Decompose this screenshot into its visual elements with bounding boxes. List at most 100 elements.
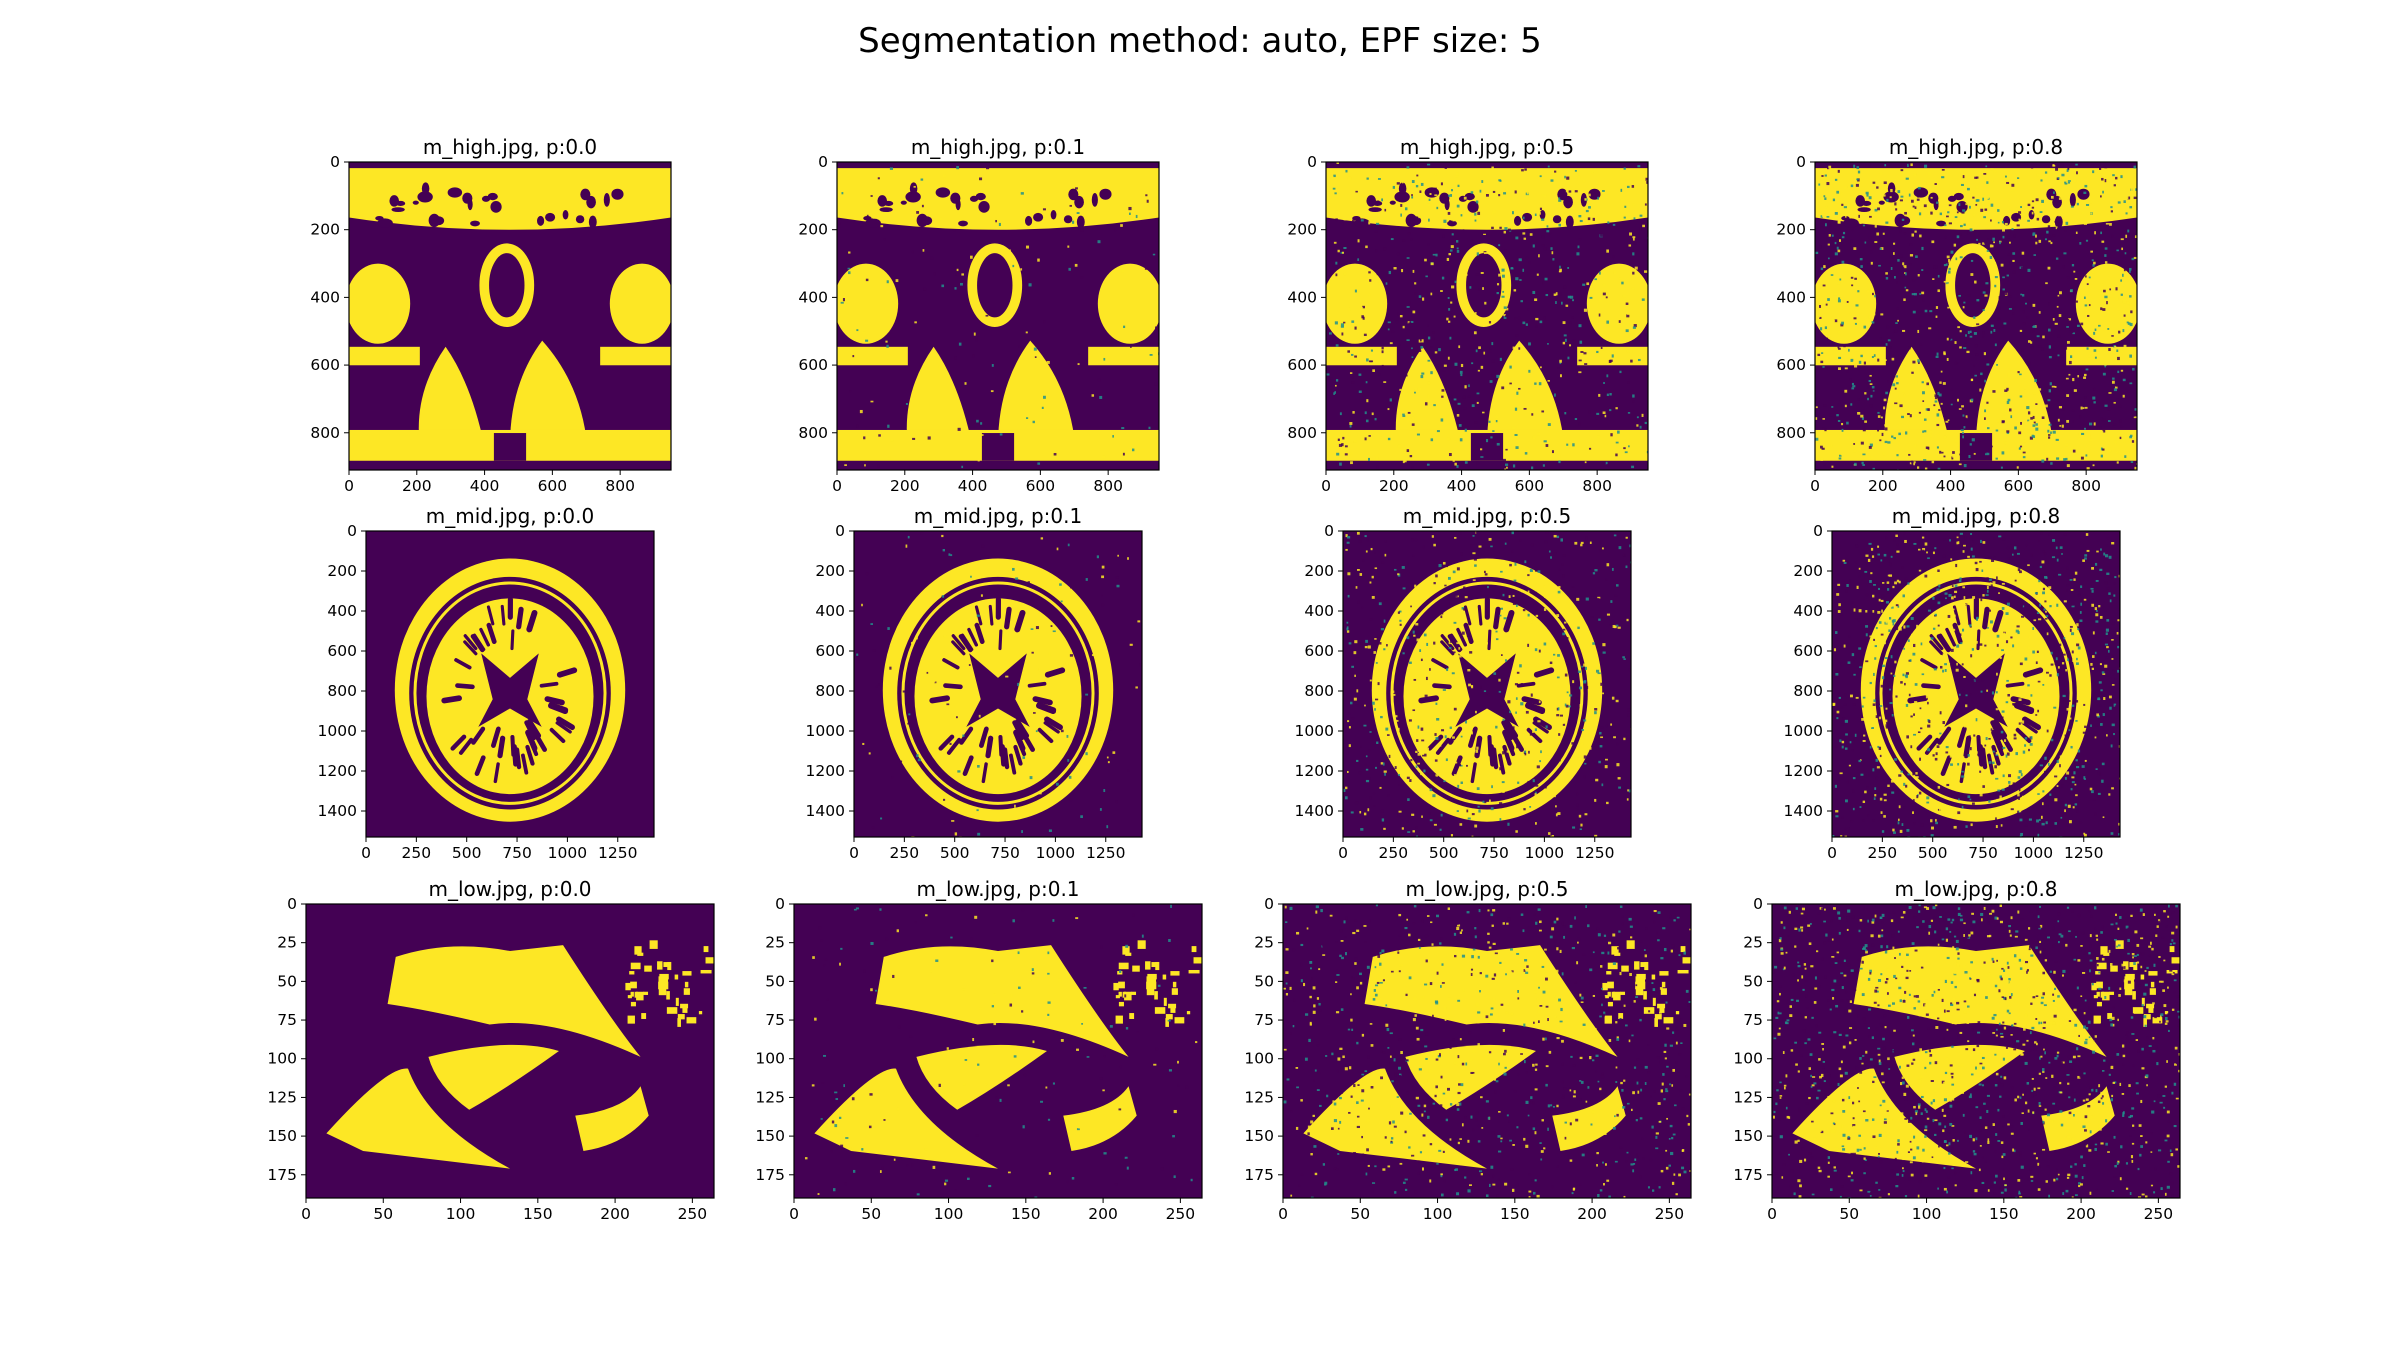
- y-tick-label: 600: [1776, 356, 1806, 374]
- x-tick-label: 50: [1839, 1205, 1859, 1223]
- x-tick-label: 250: [2144, 1205, 2174, 1223]
- axes-frame: [305, 903, 715, 1199]
- subplot-title: m_mid.jpg, p:0.1: [914, 504, 1082, 528]
- x-tick-label: 0: [301, 1205, 311, 1223]
- x-tick-label: 200: [890, 477, 920, 495]
- x-tick-label: 0: [361, 844, 371, 862]
- x-tick-label: 0: [849, 844, 859, 862]
- y-tick-label: 1400: [806, 802, 845, 820]
- y-tick-label: 600: [1287, 356, 1317, 374]
- x-tick-label: 0: [1767, 1205, 1777, 1223]
- y-tick-label: 150: [1244, 1127, 1274, 1145]
- x-tick-label: 1250: [1575, 844, 1614, 862]
- x-tick-label: 0: [1827, 844, 1837, 862]
- subplot-title: m_high.jpg, p:0.8: [1889, 135, 2063, 159]
- y-tick-label: 25: [1743, 934, 1763, 952]
- y-tick-label: 800: [1304, 682, 1334, 700]
- y-tick-label: 100: [755, 1050, 785, 1068]
- x-tick-label: 0: [1810, 477, 1820, 495]
- subplot-title: m_mid.jpg, p:0.5: [1403, 504, 1571, 528]
- x-tick-label: 1250: [1086, 844, 1125, 862]
- subplot-title: m_mid.jpg, p:0.0: [426, 504, 594, 528]
- x-tick-label: 150: [523, 1205, 553, 1223]
- y-tick-label: 400: [1776, 288, 1806, 306]
- subplot-title: m_low.jpg, p:0.0: [428, 877, 591, 901]
- y-tick-label: 0: [1324, 522, 1334, 540]
- x-tick-label: 750: [1968, 844, 1998, 862]
- y-tick-label: 600: [1793, 642, 1823, 660]
- y-tick-label: 25: [1254, 934, 1274, 952]
- x-tick-label: 100: [446, 1205, 476, 1223]
- subplot-title: m_high.jpg, p:0.1: [911, 135, 1085, 159]
- y-tick-label: 0: [1813, 522, 1823, 540]
- x-tick-label: 400: [958, 477, 988, 495]
- y-tick-label: 0: [775, 895, 785, 913]
- y-tick-label: 175: [1244, 1166, 1274, 1184]
- y-tick-label: 125: [267, 1088, 297, 1106]
- y-tick-label: 200: [327, 562, 357, 580]
- y-tick-label: 175: [1733, 1166, 1763, 1184]
- x-tick-label: 800: [605, 477, 635, 495]
- y-tick-label: 0: [287, 895, 297, 913]
- y-tick-label: 75: [765, 1011, 785, 1029]
- y-tick-label: 0: [835, 522, 845, 540]
- x-tick-label: 750: [502, 844, 532, 862]
- y-tick-label: 25: [277, 934, 297, 952]
- y-tick-label: 75: [1254, 1011, 1274, 1029]
- y-tick-label: 400: [310, 288, 340, 306]
- x-tick-label: 500: [1429, 844, 1459, 862]
- y-tick-label: 0: [1307, 153, 1317, 171]
- y-tick-label: 600: [798, 356, 828, 374]
- x-tick-label: 250: [1655, 1205, 1685, 1223]
- subplot-grid: m_high.jpg, p:0.0 0 200 400 600 800 0 200 400 600…: [267, 135, 2181, 1223]
- y-tick-label: 0: [1796, 153, 1806, 171]
- x-tick-label: 200: [1868, 477, 1898, 495]
- y-tick-label: 125: [755, 1088, 785, 1106]
- x-tick-label: 250: [1166, 1205, 1196, 1223]
- x-tick-label: 250: [890, 844, 920, 862]
- y-tick-label: 50: [1254, 972, 1274, 990]
- y-tick-label: 0: [330, 153, 340, 171]
- segmentation-image: [306, 904, 714, 1198]
- x-tick-label: 0: [344, 477, 354, 495]
- x-tick-label: 750: [1479, 844, 1509, 862]
- y-tick-label: 200: [815, 562, 845, 580]
- segmentation-image: [854, 531, 1142, 837]
- y-tick-label: 150: [1733, 1127, 1763, 1145]
- segmentation-image: [1283, 904, 1691, 1198]
- x-tick-label: 1250: [2064, 844, 2103, 862]
- segmentation-image: [1326, 162, 1648, 470]
- y-tick-label: 100: [1244, 1050, 1274, 1068]
- x-tick-label: 800: [2071, 477, 2101, 495]
- x-tick-label: 0: [1321, 477, 1331, 495]
- x-tick-label: 250: [1868, 844, 1898, 862]
- subplot-title: m_high.jpg, p:0.0: [423, 135, 597, 159]
- segmentation-image: [1832, 531, 2120, 837]
- x-tick-label: 100: [1912, 1205, 1942, 1223]
- y-tick-label: 150: [755, 1127, 785, 1145]
- y-tick-label: 200: [1287, 221, 1317, 239]
- x-tick-label: 50: [1350, 1205, 1370, 1223]
- y-tick-label: 800: [327, 682, 357, 700]
- segmentation-image: [794, 904, 1202, 1198]
- axes-frame: [348, 161, 672, 471]
- y-tick-label: 1000: [1295, 722, 1334, 740]
- x-tick-label: 200: [402, 477, 432, 495]
- y-tick-label: 125: [1733, 1088, 1763, 1106]
- x-tick-label: 600: [1515, 477, 1545, 495]
- y-tick-label: 175: [267, 1166, 297, 1184]
- x-tick-label: 100: [1423, 1205, 1453, 1223]
- y-tick-label: 1200: [806, 762, 845, 780]
- axes-frame: [365, 530, 655, 838]
- y-tick-label: 100: [1733, 1050, 1763, 1068]
- axes-frame: [1814, 161, 2138, 471]
- subplot-title: m_low.jpg, p:0.8: [1894, 877, 2057, 901]
- y-tick-label: 125: [1244, 1088, 1274, 1106]
- x-tick-label: 400: [470, 477, 500, 495]
- x-tick-label: 150: [1500, 1205, 1530, 1223]
